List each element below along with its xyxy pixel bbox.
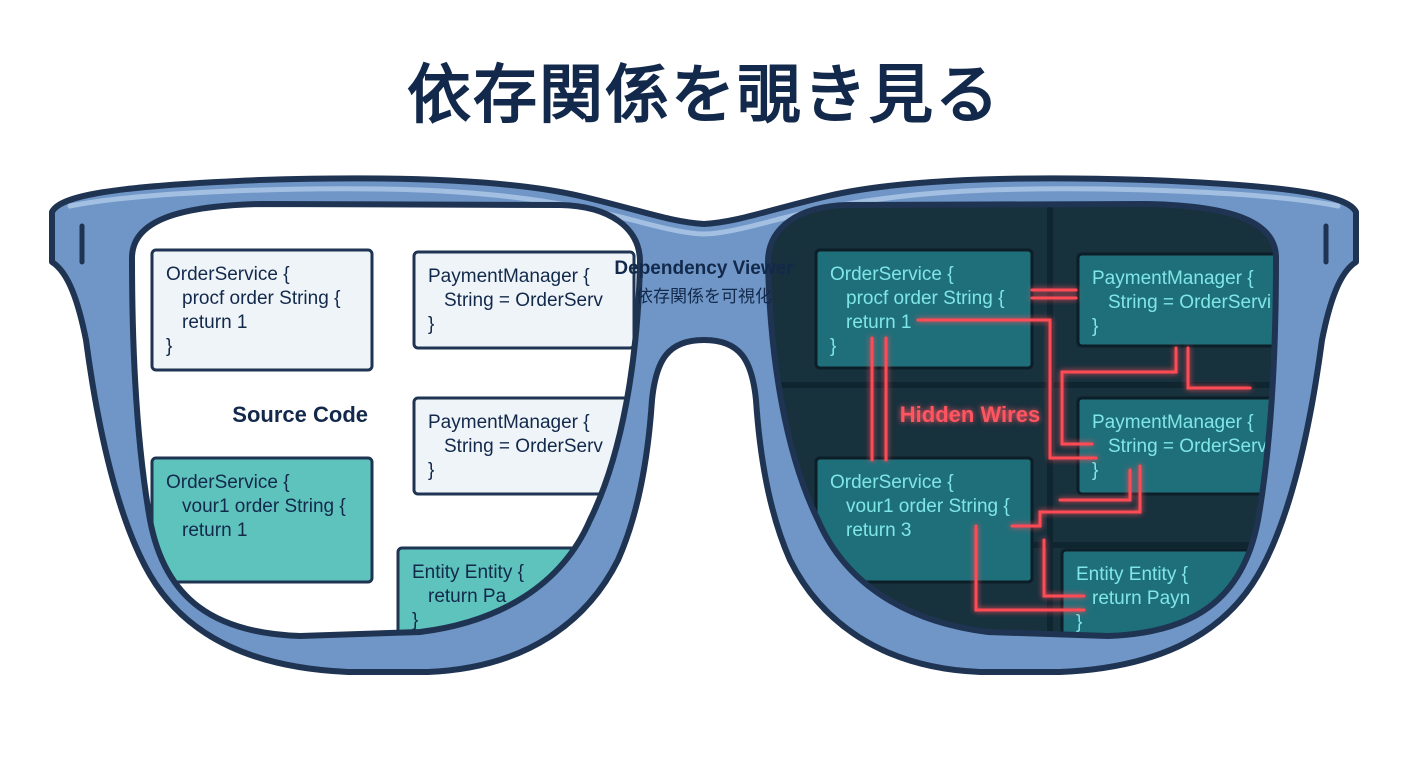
right-code-code-line: OrderService {	[830, 472, 954, 493]
right-code-card: PaymentManager { String = OrderServi}	[1076, 252, 1276, 348]
right-code-code-line: String = OrderServi	[1108, 436, 1271, 457]
left-code-card-box	[412, 250, 636, 350]
right-code-code-line: return Payn	[1092, 588, 1190, 609]
hidden-wires-label: Hidden Wires	[900, 402, 1040, 427]
right-code-code-line: }	[1092, 460, 1098, 481]
right-code-code-line: procf order String {	[846, 288, 1005, 309]
right-code-code-line: }	[1076, 612, 1082, 633]
right-code-code-line: vour1 order String {	[846, 496, 1010, 517]
right-code-card: OrderService { vour1 order String { return…	[814, 456, 1034, 584]
left-code-card: PaymentManager { String = OrderServ}	[412, 250, 636, 350]
right-code-card: OrderService { procf order String { return…	[814, 248, 1034, 370]
left-code-card-box	[150, 248, 374, 372]
left-code-cards: OrderService { procf order String { return…	[150, 248, 636, 636]
left-code-card: OrderService { procf order String { return…	[150, 248, 374, 372]
right-code-code-line: }	[830, 336, 836, 357]
left-code-code-line: procf order String {	[182, 288, 341, 309]
left-code-code-line: return 1	[182, 520, 247, 541]
left-code-code-line: OrderService {	[166, 472, 290, 493]
left-code-code-line: return Pa	[428, 586, 507, 607]
bridge-title: Dependency Viewer	[614, 258, 794, 279]
left-code-code-line: String = OrderServ	[444, 436, 603, 457]
right-code-card: PaymentManager { String = OrderServi}	[1076, 396, 1276, 496]
right-code-code-line: }	[1092, 316, 1098, 337]
left-code-code-line: return 1	[182, 312, 247, 333]
left-code-code-line: PaymentManager {	[428, 412, 590, 433]
left-code-card: PaymentManager { String = OrderServ}	[412, 396, 636, 496]
source-code-label: Source Code	[232, 402, 368, 427]
right-code-card-box	[814, 248, 1034, 370]
left-code-code-line: }	[166, 336, 172, 357]
left-code-card: OrderService { vour1 order String { return…	[150, 456, 374, 584]
left-code-code-line: }	[412, 610, 418, 631]
right-code-card-box	[1076, 252, 1276, 348]
hidden-wires	[870, 288, 1252, 612]
left-code-code-line: String = OrderServ	[444, 290, 603, 311]
right-code-code-line: PaymentManager {	[1092, 268, 1254, 289]
left-code-code-line: }	[428, 314, 434, 335]
right-code-code-line: PaymentManager {	[1092, 412, 1254, 433]
right-code-code-line: OrderService {	[830, 264, 954, 285]
left-code-code-line: }	[428, 460, 434, 481]
page-title: 依存関係を覗き見る	[407, 59, 1001, 133]
right-code-cards: OrderService { procf order String { return…	[814, 248, 1276, 636]
left-code-code-line: PaymentManager {	[428, 266, 590, 287]
right-code-code-line: return 3	[846, 520, 911, 541]
right-lens: OrderService { procf order String { return…	[764, 200, 1280, 640]
bridge-subtitle: 依存関係を可視化	[636, 287, 772, 306]
left-code-code-line: Entity Entity {	[412, 562, 525, 583]
left-code-code-line: vour1 order String {	[182, 496, 346, 517]
left-code-code-line: OrderService {	[166, 264, 290, 285]
left-lens: OrderService { procf order String { return…	[128, 200, 644, 640]
right-code-code-line: String = OrderServi	[1108, 292, 1271, 313]
right-code-code-line: return 1	[846, 312, 911, 333]
right-code-code-line: Entity Entity {	[1076, 564, 1189, 585]
